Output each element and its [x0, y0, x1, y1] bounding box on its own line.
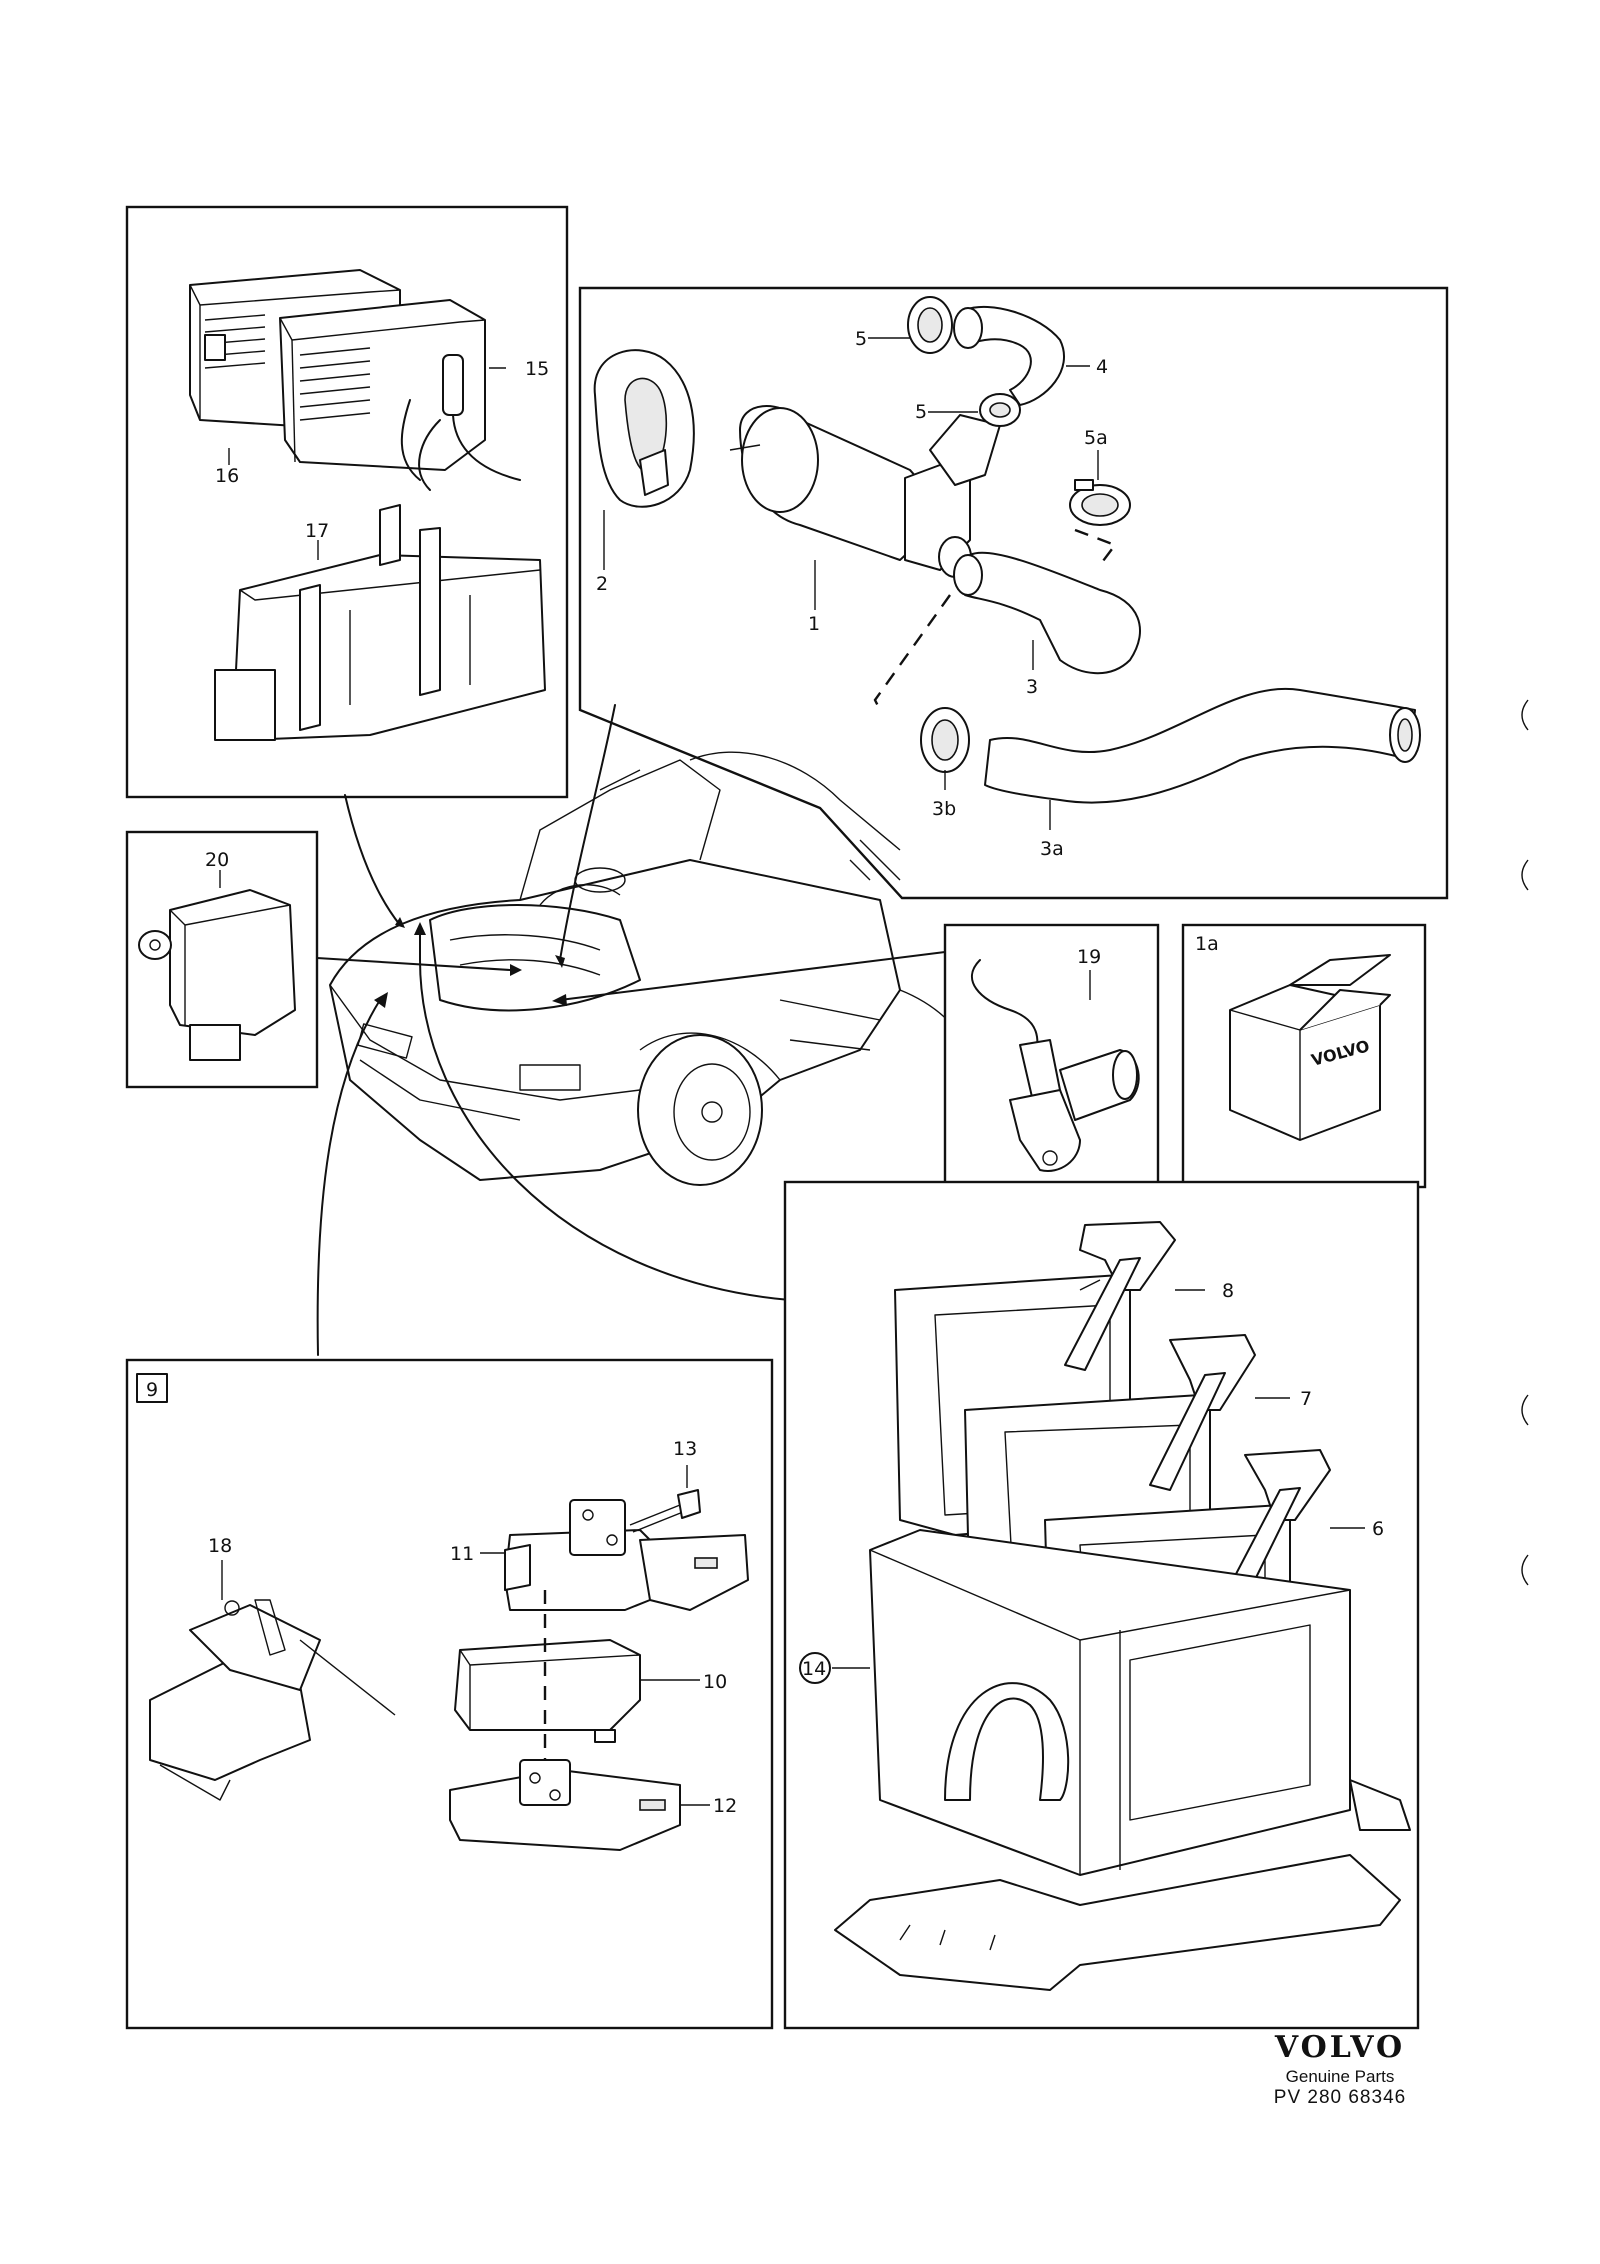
hose-4 [953, 305, 1066, 406]
callout-3: 3 [1026, 676, 1038, 698]
panel-sensor-19: 19 [943, 923, 1160, 1189]
sensor-19 [970, 959, 1140, 1172]
module-10 [454, 1639, 641, 1743]
callout-5-top: 5 [855, 328, 867, 350]
callout-2: 2 [596, 573, 608, 595]
callout-9: 9 [146, 1379, 158, 1401]
hose-3a [984, 687, 1421, 804]
callout-3a: 3a [1040, 838, 1064, 860]
clamp-5a [1069, 479, 1131, 526]
brand-tagline: Genuine Parts [1285, 2067, 1395, 2086]
callout-17: 17 [305, 520, 329, 542]
idle-valve-1 [729, 405, 1001, 578]
callout-1: 1 [808, 613, 820, 635]
callout-13: 13 [673, 1438, 697, 1460]
callout-5-mid: 5 [915, 401, 927, 423]
callout-15: 15 [525, 358, 549, 380]
panel-idle-valve: 5 4 5 5a 2 1 3 3b 3a [578, 286, 1449, 900]
panel-relay-20: 20 [125, 830, 319, 1089]
volvo-logo: VOLVO [1274, 2030, 1406, 2065]
callout-11: 11 [450, 1543, 474, 1565]
panel-box-1a: VOLVO 1a [1181, 923, 1427, 1189]
callout-20: 20 [205, 849, 229, 871]
callout-7: 7 [1300, 1388, 1312, 1410]
bracket-12 [449, 1759, 681, 1851]
callout-4: 4 [1096, 356, 1108, 378]
housing-14 [834, 1529, 1411, 1991]
bracket-2 [593, 349, 695, 508]
callout-19: 19 [1077, 946, 1101, 968]
callout-16: 16 [215, 465, 239, 487]
brand-block: VOLVO Genuine Parts PV 280 68346 [1240, 2030, 1440, 2109]
callout-3b: 3b [932, 798, 956, 820]
panel-relay-holder: 15 16 17 [125, 205, 569, 799]
callout-1a: 1a [1195, 933, 1219, 955]
relay-20 [138, 889, 296, 1061]
bracket-18 [149, 1599, 396, 1801]
clamp-5-mid [979, 393, 1021, 427]
panel-bracket-9: 9 18 13 11 [125, 1358, 774, 2030]
callout-14: 14 [802, 1658, 826, 1680]
callout-12: 12 [713, 1795, 737, 1817]
carton-1a: VOLVO [1229, 954, 1391, 1141]
car-illustration [316, 704, 981, 1356]
clamp-3b [920, 707, 970, 773]
diagram-code: PV 280 68346 [1273, 2087, 1407, 2108]
hose-3 [953, 551, 1141, 675]
clamp-5-top [907, 296, 953, 354]
panel-control-units: 8 7 6 14 [783, 1180, 1420, 2030]
screw-13 [629, 1489, 701, 1533]
relay-tray-17 [214, 504, 546, 741]
relay-housing-15 [279, 299, 521, 491]
callout-8: 8 [1222, 1280, 1234, 1302]
callout-5a: 5a [1084, 427, 1108, 449]
margin-marks [1521, 699, 1529, 1586]
callout-18: 18 [208, 1535, 232, 1557]
callout-6: 6 [1372, 1518, 1384, 1540]
callout-10: 10 [703, 1671, 727, 1693]
bracket-11 [504, 1499, 749, 1611]
